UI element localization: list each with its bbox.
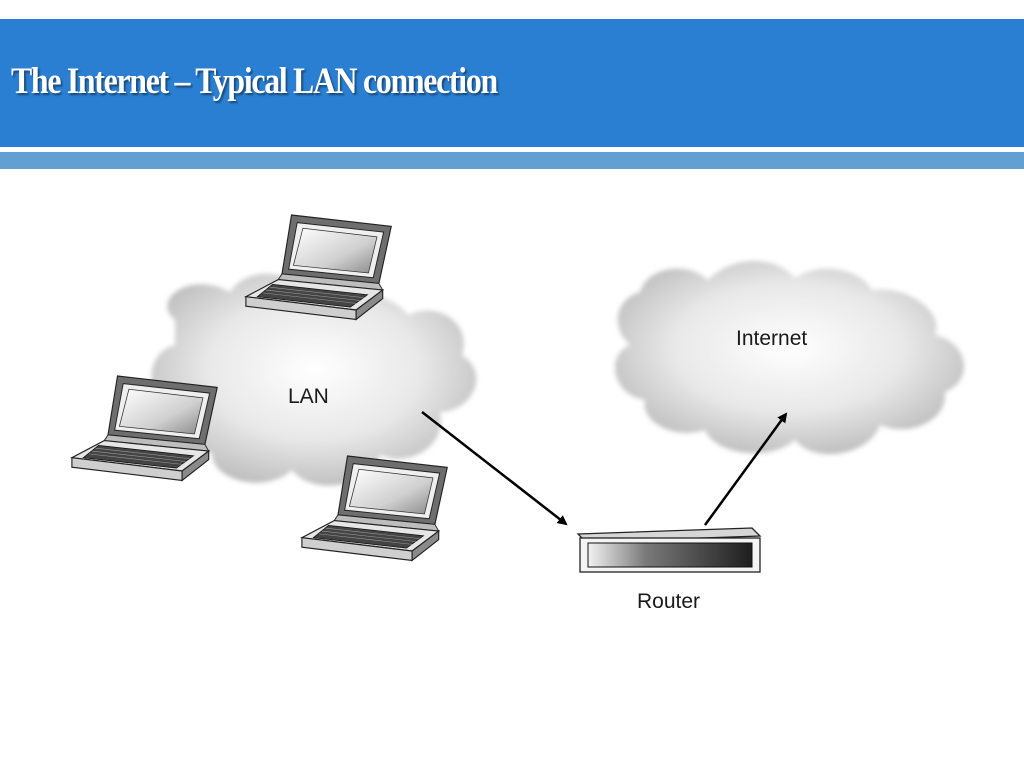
laptop-icon	[71, 375, 218, 482]
internet-cloud	[614, 260, 965, 455]
lan-label: LAN	[288, 385, 329, 408]
laptop-top	[245, 214, 392, 321]
laptop-left	[71, 375, 218, 482]
title-divider	[0, 147, 1024, 152]
internet-label: Internet	[736, 327, 807, 350]
router	[576, 527, 762, 573]
arrow-lan-to-router	[421, 411, 568, 526]
title-bar	[0, 19, 1024, 147]
arrow-router-to-internet	[703, 412, 788, 526]
accent-strip	[0, 152, 1024, 169]
slide-title: The Internet – Typical LAN connection	[11, 61, 498, 102]
router-label: Router	[637, 590, 700, 613]
laptop-icon	[245, 214, 392, 321]
lan-cloud	[151, 273, 477, 486]
